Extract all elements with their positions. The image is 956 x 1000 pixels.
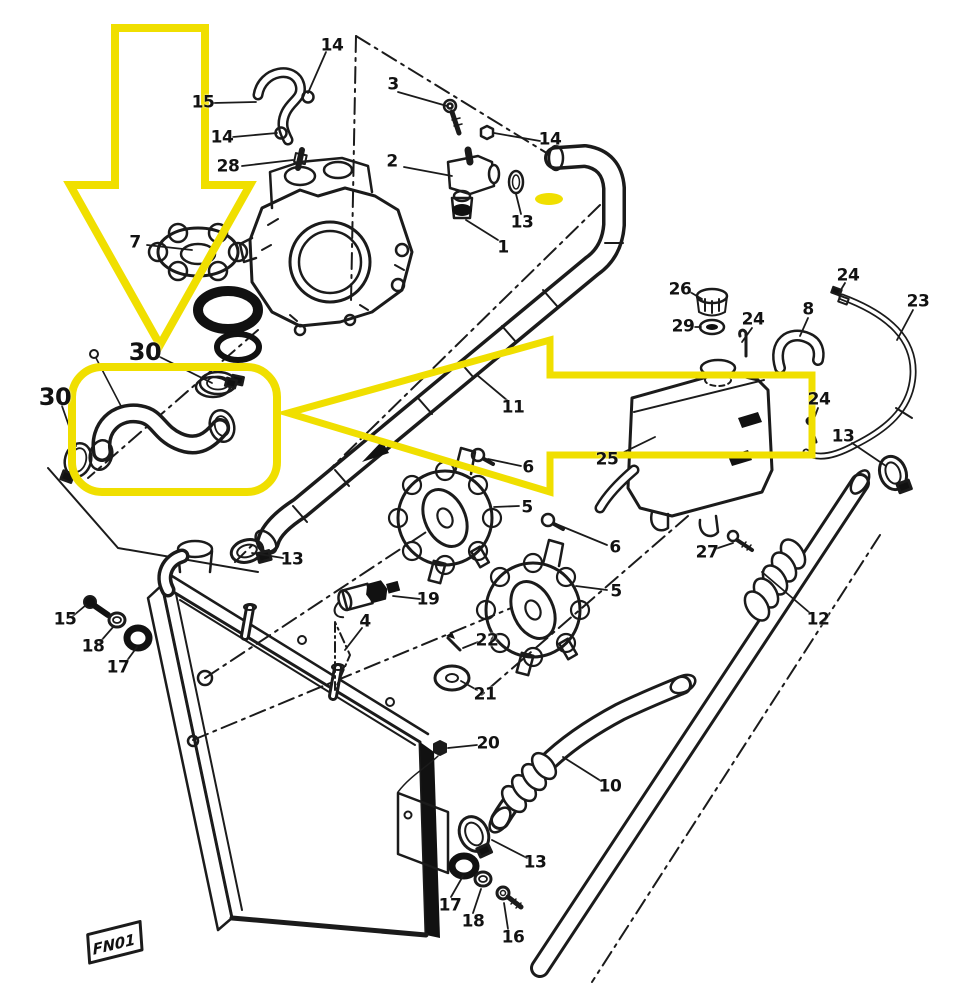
part-label-3-1: 3: [387, 74, 399, 95]
tank-cap-26: [695, 287, 729, 317]
pin-24a: [738, 328, 748, 358]
part-label-28-4: 28: [216, 156, 240, 177]
part-label-13-7: 13: [510, 212, 534, 233]
part-label-13-17: 13: [831, 426, 855, 447]
sensor-1: [450, 189, 474, 220]
bracket-marker-4: [334, 621, 351, 691]
radiator-4: [146, 539, 450, 938]
hose-8: [772, 329, 825, 374]
part-label-15-2: 15: [191, 92, 215, 113]
bolt-27: [726, 529, 754, 552]
part-label-13-38: 13: [523, 852, 547, 873]
part-label-12-27: 12: [806, 609, 830, 630]
washer-21: [433, 664, 471, 692]
hose-clamp-13-top: [507, 169, 525, 195]
highlight-down-arrow: [63, 24, 257, 354]
hose-clamp-30-small: [194, 375, 239, 399]
part-label-4-33: 4: [359, 611, 371, 632]
mount-bolt-16-group: [448, 852, 524, 910]
part-label-30-19: 30: [38, 383, 72, 411]
nut-20: [397, 740, 447, 793]
thermostat-housing-2: [446, 146, 501, 196]
part-label-11-20: 11: [501, 397, 525, 418]
part-label-27-26: 27: [695, 542, 719, 563]
highlight-callout-box: [68, 363, 281, 496]
thermo-switch-19: [333, 580, 401, 619]
part-label-7-9: 7: [129, 232, 141, 253]
screw-22: [446, 632, 462, 652]
bolt-3: [442, 98, 463, 136]
part-label-6-22: 6: [522, 457, 534, 478]
highlight-dot: [535, 193, 563, 205]
breather-hose-15: [252, 67, 306, 146]
part-label-18-30: 18: [81, 636, 105, 657]
part-label-5-23: 5: [521, 497, 533, 518]
mount-bolt-15-group: [83, 595, 153, 652]
part-label-2-5: 2: [386, 151, 398, 172]
engine-block: [238, 147, 414, 337]
part-label-22-34: 22: [475, 630, 499, 651]
part-label-24-14: 24: [836, 265, 860, 286]
expansion-tank-25: [594, 358, 774, 538]
part-label-14-6: 14: [538, 129, 562, 150]
fan-bolts-6: [470, 447, 565, 531]
part-label-17-39: 17: [438, 895, 462, 916]
part-label-26-10: 26: [668, 279, 692, 300]
hose-clamp-13-bottom: [457, 815, 494, 859]
upper-radiator-hose-11: [254, 144, 626, 555]
part-label-6-24: 6: [609, 537, 621, 558]
part-label-16-41: 16: [501, 927, 525, 948]
part-label-10-37: 10: [598, 776, 622, 797]
part-label-29-11: 29: [671, 316, 695, 337]
part-label-8-13: 8: [802, 299, 814, 320]
part-label-13-28: 13: [280, 549, 304, 570]
highlight-left-arrow: [275, 335, 816, 497]
part-label-1-8: 1: [497, 237, 509, 258]
tank-seal-29: [698, 318, 726, 336]
part-label-18-40: 18: [461, 911, 485, 932]
part-label-25-21: 25: [595, 449, 619, 470]
part-label-5-25: 5: [610, 581, 622, 602]
stamp-mark: FN01: [86, 919, 144, 965]
coolant-pipe-12: [530, 469, 871, 978]
part-label-15-29: 15: [53, 609, 77, 630]
part-label-17-31: 17: [106, 657, 130, 678]
lower-hose-10: [488, 673, 697, 834]
construction-lines: [87, 35, 881, 983]
hose-clamp-13-right: [877, 454, 913, 495]
leader-lines: [61, 51, 914, 930]
part-label-21-35: 21: [473, 684, 497, 705]
part-label-14-3: 14: [210, 127, 234, 148]
highlight-annotations: [63, 24, 816, 497]
part-label-19-32: 19: [416, 589, 440, 610]
fan-motor-5a: [387, 446, 503, 585]
part-label-14-0: 14: [320, 35, 344, 56]
part-label-24-12: 24: [741, 309, 765, 330]
part-label-23-15: 23: [906, 291, 930, 312]
part-label-24-16: 24: [807, 389, 831, 410]
part-label-20-36: 20: [476, 733, 500, 754]
overflow-hose-23: [802, 285, 917, 460]
part-label-30-18: 30: [128, 338, 162, 366]
fan-motor-5b: [475, 538, 591, 677]
clip-28: [293, 152, 308, 166]
